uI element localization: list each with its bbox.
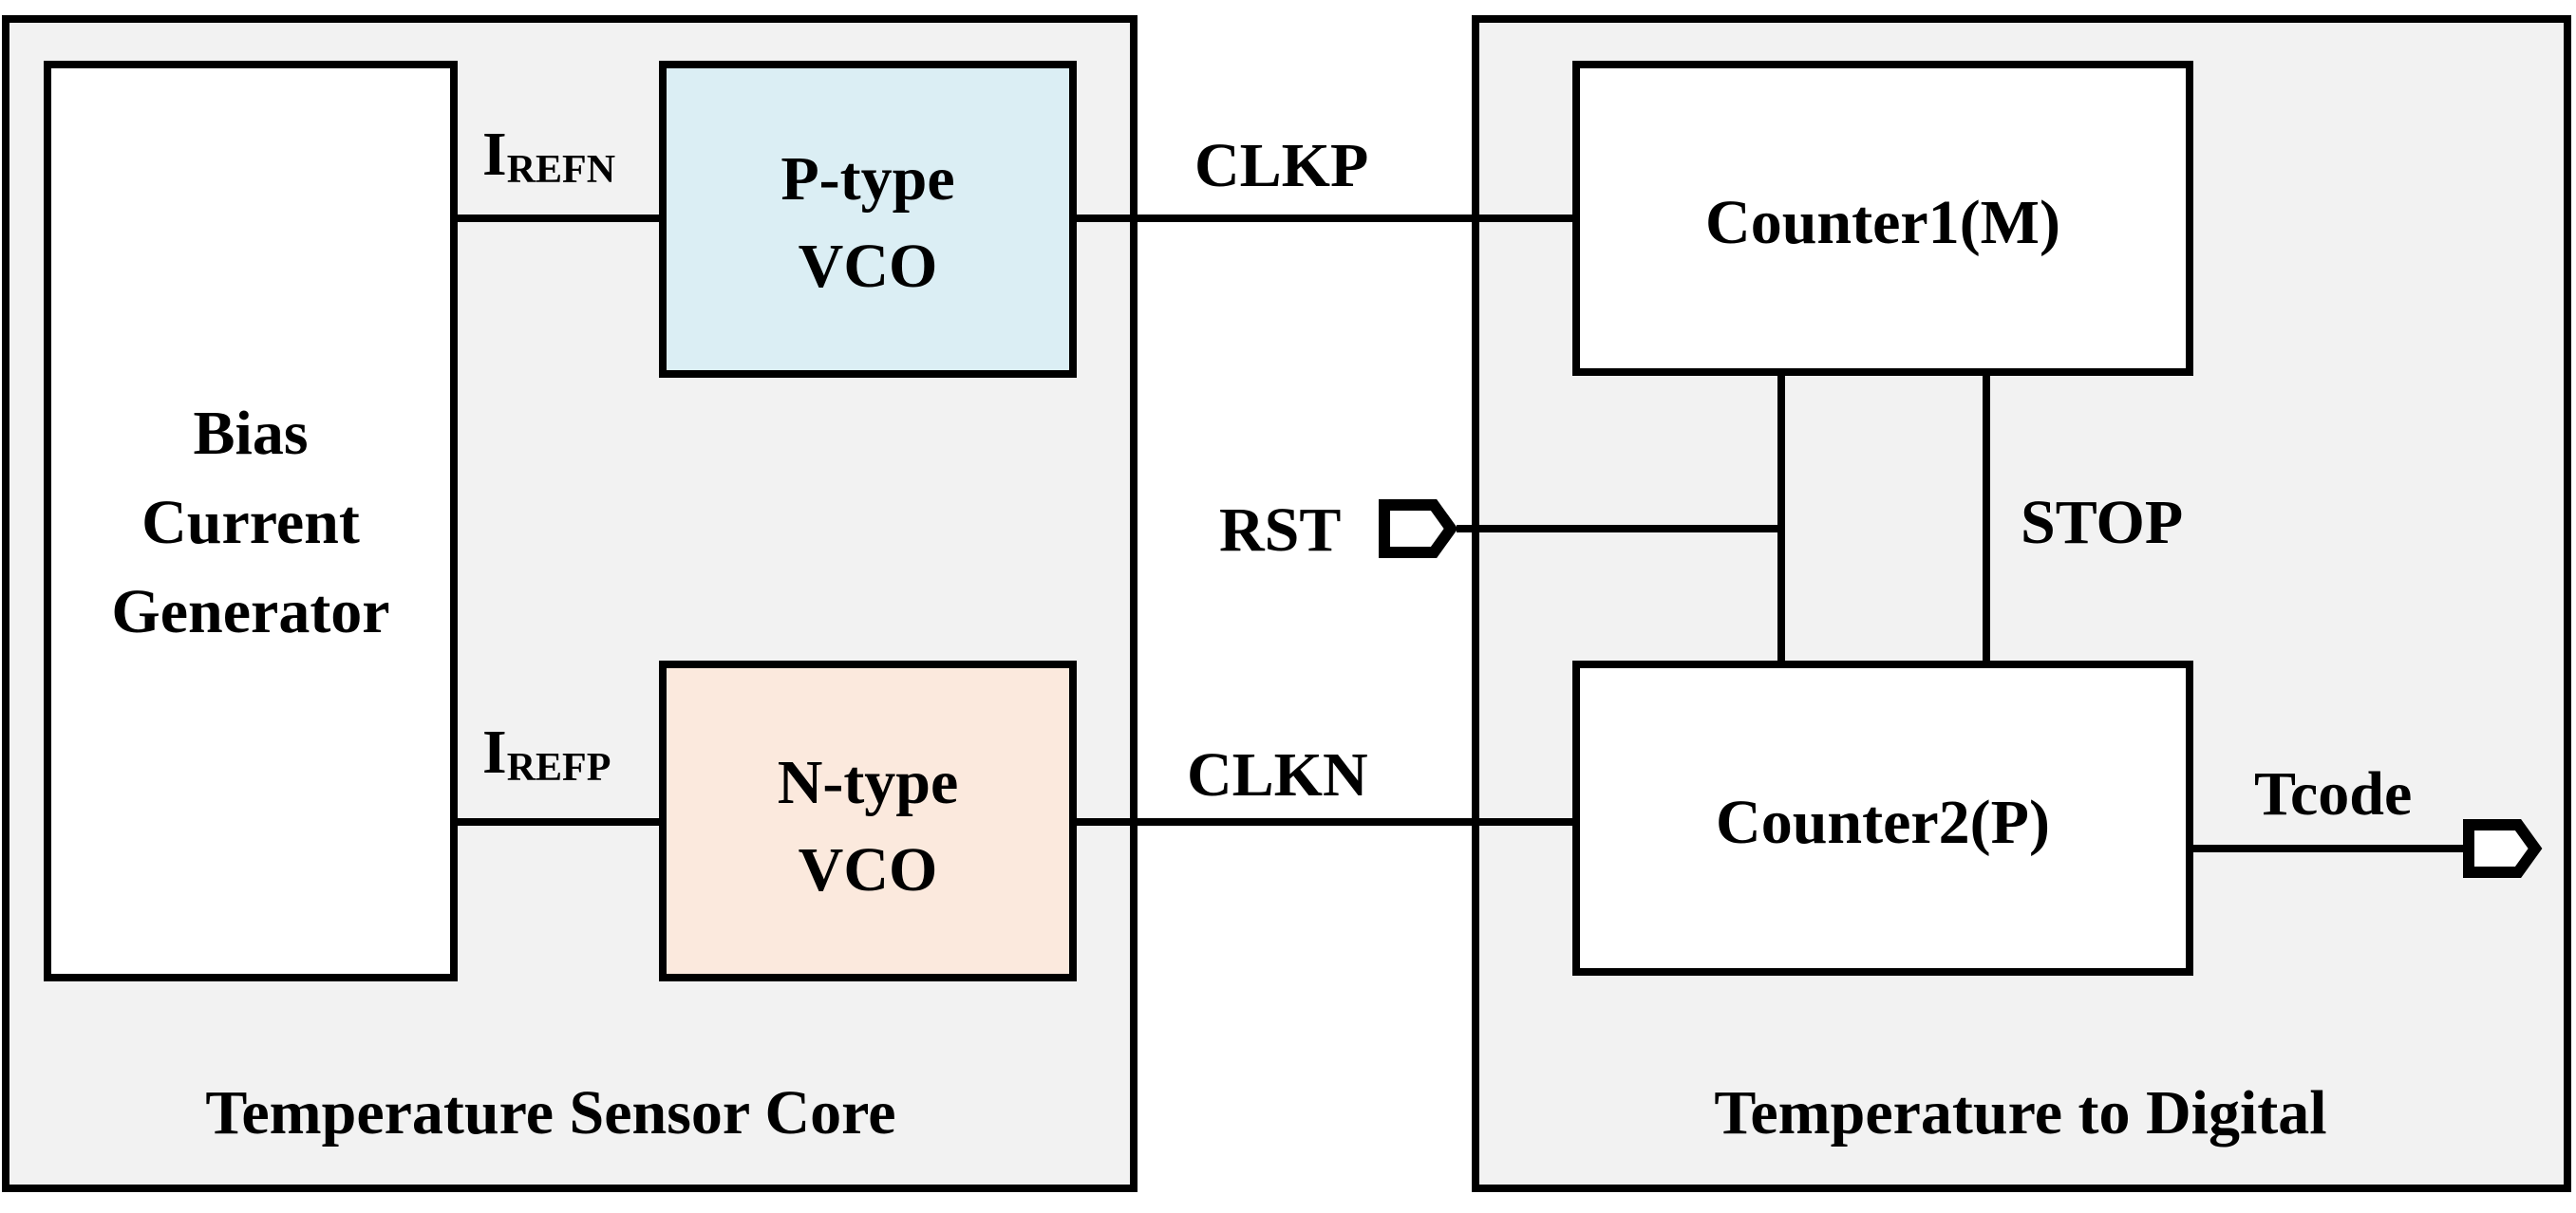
- n-vco-label-line1: N-type: [778, 748, 959, 817]
- n-vco-label-line2: VCO: [799, 835, 938, 905]
- counter1-block: [1572, 61, 2193, 376]
- tcode-port-icon: [2463, 819, 2543, 878]
- counter1-label: Counter1(M): [1705, 188, 2060, 257]
- bias-current-generator-block: [44, 61, 458, 981]
- p-type-vco-block: [659, 61, 1077, 378]
- irefn-label: IREFN: [482, 120, 615, 192]
- counter2-label: Counter2(P): [1716, 788, 2050, 857]
- clkn-label: CLKN: [1187, 740, 1368, 810]
- irefp-label: IREFP: [482, 718, 611, 790]
- bias-label-line2: Current: [141, 488, 360, 557]
- p-vco-label-line1: P-type: [780, 144, 954, 214]
- n-type-vco-block: [659, 661, 1077, 981]
- tcode-label: Tcode: [2254, 759, 2412, 829]
- clkp-label: CLKP: [1194, 131, 1368, 200]
- sensor-core-title: Temperature Sensor Core: [205, 1078, 895, 1148]
- bias-label-line3: Generator: [111, 577, 389, 646]
- rst-port-icon: [1379, 499, 1458, 558]
- bias-label-line1: Bias: [193, 399, 308, 468]
- temp-to-digital-title: Temperature to Digital: [1714, 1078, 2326, 1148]
- stop-label: STOP: [2021, 488, 2183, 557]
- p-vco-label-line2: VCO: [799, 232, 938, 301]
- counter2-block: [1572, 661, 2193, 976]
- rst-label: RST: [1219, 495, 1341, 565]
